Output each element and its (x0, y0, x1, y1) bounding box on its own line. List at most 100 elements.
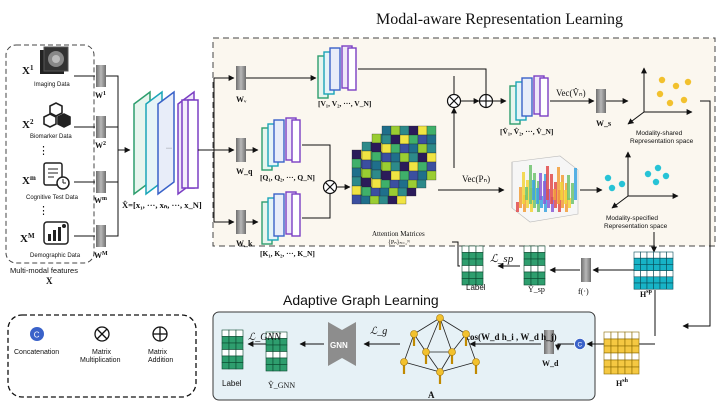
q-label: [Q₁, Q₂, ···, Q_N] (260, 173, 315, 182)
matrix-cell (666, 251, 674, 259)
weight-box-M: WM (94, 225, 108, 260)
matrix-cell (475, 278, 484, 286)
vertical-dots: ⋮ (38, 145, 49, 157)
bar-3d (516, 202, 519, 212)
matrix-cell (272, 344, 281, 352)
v-hat-stack (509, 75, 549, 125)
matrix-multiply-symbol (446, 93, 462, 109)
label-gnn-label: Label (222, 379, 242, 388)
h-sh-label: Hsh (616, 378, 629, 388)
graph-edge (403, 333, 415, 363)
matrix-cell (653, 251, 661, 259)
matrix-cell (530, 271, 539, 279)
matrix-cell (610, 352, 619, 361)
matrix-cell (468, 252, 477, 260)
svg-text:Concatenation: Concatenation (14, 349, 59, 356)
bar-3d (529, 165, 532, 204)
svg-text:Wᵥ: Wᵥ (236, 95, 247, 104)
bar-3d (560, 182, 563, 200)
matrix-cell (265, 351, 274, 359)
matrix-cell (610, 359, 619, 368)
graph-node (472, 358, 480, 366)
shared-space-label-2: Representation space (630, 138, 694, 145)
loss-g-label: ℒ_g (370, 326, 387, 337)
matrix-cell (617, 345, 626, 354)
matrix-cell (666, 276, 674, 284)
bar-3d (550, 174, 553, 204)
matrix-cell (640, 264, 648, 271)
matrix-cell (475, 258, 484, 266)
bar-3d (564, 190, 567, 204)
graph-node (436, 314, 444, 322)
matrix-cell (530, 258, 539, 266)
matrix-cell (461, 252, 470, 260)
y-hat-sp-matrix (523, 245, 546, 286)
v-hat-label: [V̂₁, V̂₂, ···, V̂_N] (500, 126, 553, 136)
graph-node (410, 330, 418, 338)
bar-3d (551, 197, 554, 212)
f-box: f(·) (578, 258, 591, 296)
bar-3d (525, 187, 528, 200)
matrix-cell (235, 329, 244, 337)
matrix-cell (228, 355, 237, 363)
matrix-cell (537, 252, 546, 260)
matrix-cell (235, 349, 244, 357)
matrix-cell (659, 270, 667, 278)
svg-text:W_d: W_d (542, 359, 559, 368)
attention-caption: Attention Matrices (372, 230, 425, 238)
matrix-cell (475, 245, 484, 253)
matrix-multiply-symbol (322, 179, 338, 195)
matrix-cell (646, 276, 654, 284)
adjacency-graph (400, 314, 480, 384)
matrix-cell (666, 257, 674, 265)
matrix-cell (537, 278, 546, 286)
vertical-dots: ⋮ (38, 205, 49, 217)
graph-edge (425, 317, 441, 353)
w-to-stacks (246, 75, 317, 225)
matrix-cell (646, 270, 654, 278)
matrix-cell (603, 366, 612, 375)
svg-text:W1: W1 (95, 91, 106, 100)
matrix-cell (610, 338, 619, 347)
attention-caption-2: {Pₙ}ₙ₌₁ᴺ (388, 240, 410, 246)
matrix-cell (279, 338, 288, 346)
svg-text:WM: WM (94, 251, 108, 260)
embedding-label: X̂=[x₁, ···, xₙ, ···, x_N] (122, 200, 202, 210)
shared-space-dots (656, 76, 692, 107)
matrix-cell (475, 271, 484, 279)
shared-space-axes (627, 67, 693, 125)
graph-node (436, 368, 444, 376)
legend-concat: C Concatenation (14, 327, 59, 356)
k-label: [K₁, K₂, ···, K_N] (260, 249, 315, 258)
bar-3d (539, 173, 542, 200)
input-connectors (74, 75, 131, 237)
matrix-cell (221, 355, 230, 363)
svg-text:f(·): f(·) (578, 287, 589, 296)
matrix-cell (617, 366, 626, 375)
shared-space-label: Modality-shared (636, 130, 683, 137)
matrix-cell (640, 270, 648, 278)
matrix-cell (640, 257, 648, 265)
legend-panel (7, 314, 197, 398)
vec-v-label: Vec(V̂ₙ) (556, 87, 586, 98)
modality-biomarker: X2 Biomarker Data (22, 102, 72, 140)
multimodal-symbol: X (46, 276, 53, 286)
matrix-cell (624, 338, 633, 347)
svg-text:Multiplication: Multiplication (80, 357, 121, 364)
v-label: [V₁, V₂, ···, V_N] (318, 99, 371, 108)
svg-text:Matrix: Matrix (148, 349, 168, 356)
graph-edge (439, 361, 477, 373)
matrix-cell (523, 258, 532, 266)
concat-icon (30, 327, 44, 341)
matrix-cell (228, 342, 237, 350)
graph-edge (425, 351, 441, 373)
graph-node (448, 348, 456, 356)
graph-edge (403, 361, 441, 373)
specified-space-axes (611, 151, 679, 209)
matrix-cell (666, 264, 674, 271)
matrix-cell (659, 251, 667, 259)
matrix-cell (603, 359, 612, 368)
matrix-cell (659, 264, 667, 271)
label-sp-label: Label (466, 283, 486, 292)
